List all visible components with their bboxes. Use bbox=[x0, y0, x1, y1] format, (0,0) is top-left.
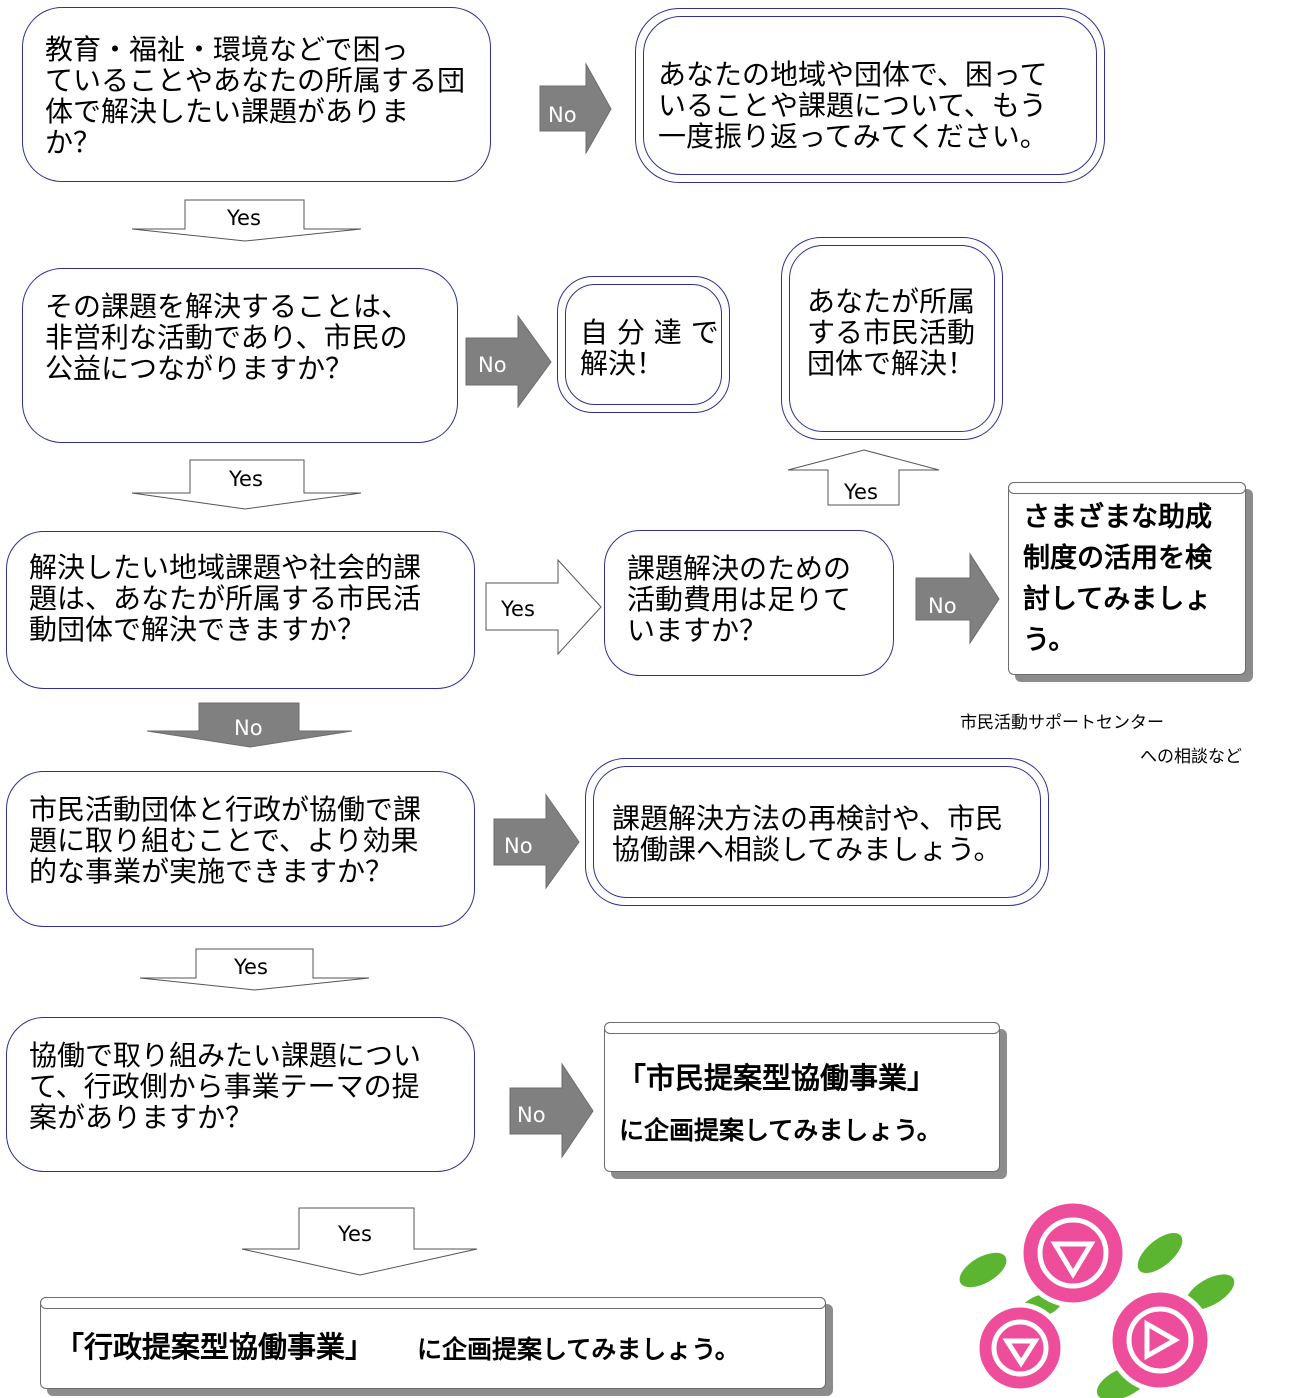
yes-label-up: Yes bbox=[844, 480, 878, 504]
grant-note-1: 市民活動サポートセンター bbox=[960, 713, 1164, 733]
grant-note-2: への相談など bbox=[1140, 747, 1242, 767]
no-label-1: No bbox=[548, 103, 577, 127]
yes-arrow-4 bbox=[241, 1207, 478, 1276]
question-4-box: 市民活動団体と行政が協働で課 題に取り組むことで、より効果 的な事業が実施できま… bbox=[6, 771, 475, 927]
yes-label-right: Yes bbox=[501, 597, 535, 621]
no-arrow-5 bbox=[509, 1062, 594, 1159]
no-label-down: No bbox=[234, 716, 263, 740]
yes-arrow-right bbox=[485, 558, 602, 656]
admin-proposal-box: 「行政提案型協働事業」 に企画提案してみましょう。 bbox=[40, 1297, 826, 1389]
org-solve-text: あなたが所属 する市民活動 団体で解決！ bbox=[807, 285, 976, 380]
question-3-text: 解決したい地域課題や社会的課 題は、あなたが所属する市民活 動団体で解決できます… bbox=[29, 551, 422, 646]
citizen-proposal-box: 「市民提案型協働事業」 に企画提案してみましょう。 bbox=[604, 1022, 1000, 1172]
question-3b-box: 課題解決のための 活動費用は足りて いますか？ bbox=[604, 530, 894, 676]
question-1-text: 教育・福祉・環境などで困っ ていることやあなたの所属する団 体で解決したい課題が… bbox=[45, 33, 466, 159]
org-solve-box: あなたが所属 する市民活動 団体で解決！ bbox=[781, 237, 1003, 440]
no-arrow-4 bbox=[493, 793, 580, 890]
no-arrow-3b bbox=[915, 552, 1000, 645]
self-solve-text: 自 分 達 で 解決！ bbox=[580, 316, 719, 380]
question-5-text: 協働で取り組みたい課題につい て、行政側から事業テーマの提 案がありますか？ bbox=[29, 1039, 422, 1134]
question-2-box: その課題を解決することは、 非営利な活動であり、市民の 公益につながりますか？ bbox=[22, 268, 458, 443]
no-label-5: No bbox=[517, 1103, 546, 1127]
yes-arrow-3 bbox=[139, 948, 370, 991]
question-2-text: その課題を解決することは、 非営利な活動であり、市民の 公益につながりますか？ bbox=[45, 290, 410, 385]
yes-label-4: Yes bbox=[338, 1222, 372, 1246]
admin-proposal-title: 「行政提案型協働事業」 bbox=[55, 1330, 375, 1364]
no-arrow-down bbox=[146, 702, 353, 748]
grant-text: さまざまな助成 制度の活用を検 討してみましょ う。 bbox=[1023, 502, 1212, 656]
citizen-proposal-title: 「市民提案型協働事業」 bbox=[617, 1061, 937, 1095]
reflect-box: あなたの地域や団体で、困って いることや課題について、もう 一度振り返ってみてく… bbox=[635, 8, 1105, 183]
question-1-box: 教育・福祉・環境などで困っ ていることやあなたの所属する団 体で解決したい課題が… bbox=[22, 7, 491, 182]
yes-arrow-1 bbox=[131, 199, 362, 242]
grant-box: さまざまな助成 制度の活用を検 討してみましょ う。 bbox=[1008, 482, 1246, 675]
admin-proposal-sub: に企画提案してみましょう。 bbox=[417, 1335, 740, 1364]
question-3-box: 解決したい地域課題や社会的課 題は、あなたが所属する市民活 動団体で解決できます… bbox=[6, 531, 475, 689]
no-label-3b: No bbox=[928, 594, 957, 618]
no-label-2: No bbox=[478, 353, 507, 377]
question-5-box: 協働で取り組みたい課題につい て、行政側から事業テーマの提 案がありますか？ bbox=[6, 1017, 475, 1172]
citizen-proposal-sub: に企画提案してみましょう。 bbox=[619, 1116, 942, 1145]
question-4-text: 市民活動団体と行政が協働で課 題に取り組むことで、より効果 的な事業が実施できま… bbox=[29, 793, 422, 888]
yes-label-2: Yes bbox=[229, 467, 263, 491]
rose-icon bbox=[974, 1198, 1213, 1394]
reconsider-box: 課題解決方法の再検討や、市民 協働課へ相談してみましょう。 bbox=[585, 758, 1049, 906]
yes-label-1: Yes bbox=[227, 206, 261, 230]
yes-arrow-2 bbox=[131, 459, 362, 510]
self-solve-box: 自 分 達 で 解決！ bbox=[557, 276, 730, 413]
roses-illustration bbox=[959, 1198, 1235, 1398]
no-arrow-1 bbox=[539, 62, 612, 155]
yes-label-3: Yes bbox=[234, 955, 268, 979]
no-label-4: No bbox=[504, 834, 533, 858]
yes-arrow-up bbox=[787, 449, 940, 506]
reflect-text: あなたの地域や団体で、困って いることや課題について、もう 一度振り返ってみてく… bbox=[658, 58, 1048, 153]
question-3b-text: 課題解決のための 活動費用は足りて いますか？ bbox=[627, 552, 852, 647]
reconsider-text: 課題解決方法の再検討や、市民 協働課へ相談してみましょう。 bbox=[612, 802, 1004, 866]
no-arrow-2 bbox=[465, 314, 552, 409]
